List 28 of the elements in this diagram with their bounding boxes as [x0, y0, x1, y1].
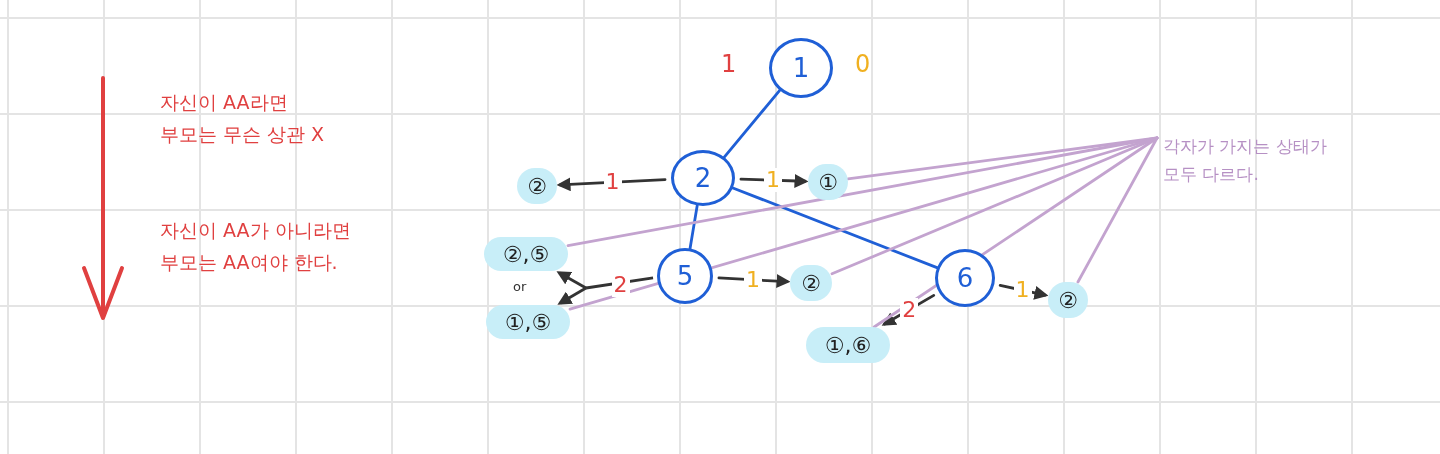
tree-node: 5	[657, 248, 713, 304]
arrow	[556, 177, 667, 192]
arrow	[556, 271, 654, 305]
arrow	[998, 283, 1049, 300]
arrow	[717, 274, 791, 289]
state-bubble: ②	[1048, 282, 1088, 318]
tree-edge	[688, 204, 699, 250]
arrow	[739, 173, 809, 188]
leader-line	[1076, 136, 1159, 284]
state-count: 1	[721, 50, 737, 78]
state-bubble: ①	[808, 164, 848, 200]
state-bubble: ②	[517, 168, 557, 204]
edge-label: 1	[764, 168, 782, 193]
state-bubble: ①,⑤	[486, 305, 570, 339]
note-text: 자신이 AA가 아니라면 부모는 AA여야 한다.	[160, 218, 352, 275]
tree-node: 1	[769, 38, 833, 98]
tree-edge	[722, 89, 782, 159]
arrow	[881, 294, 936, 326]
tree-node: 6	[935, 249, 995, 307]
state-bubble: ②,⑤	[484, 237, 568, 271]
note-text: 각자가 가지는 상태가 모두 다르다.	[1163, 128, 1333, 192]
note-text: 자신이 AA라면 부모는 무슨 상관 X	[160, 90, 326, 147]
state-bubble: ①,⑥	[806, 327, 890, 363]
state-count: 0	[855, 50, 871, 78]
tree-edge	[731, 186, 939, 270]
or-label: or	[513, 280, 527, 294]
state-bubble: ②	[790, 265, 832, 301]
tree-node: 2	[671, 150, 735, 206]
